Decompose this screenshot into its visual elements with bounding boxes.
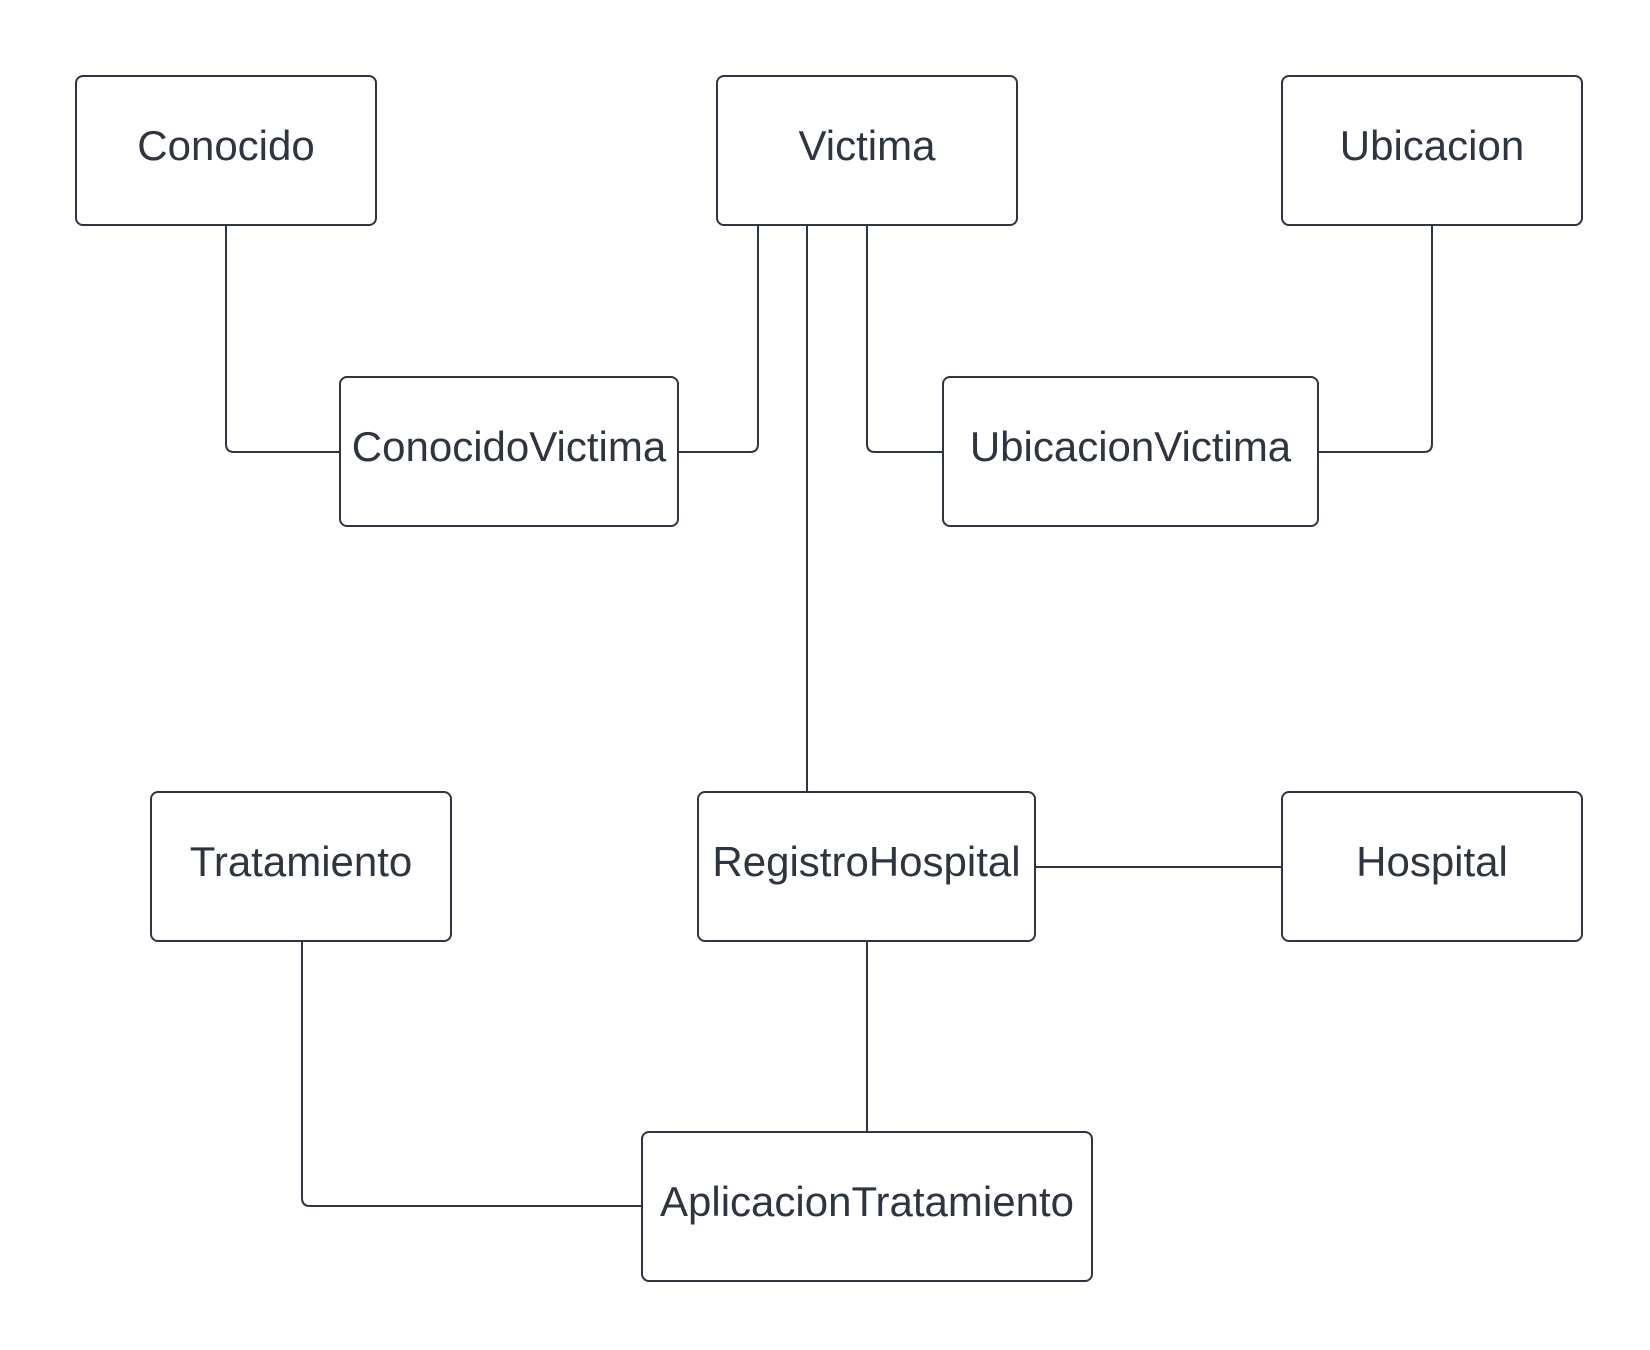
entity-victima[interactable]: Victima (716, 75, 1018, 226)
entity-registro-hospital[interactable]: RegistroHospital (697, 791, 1036, 942)
entity-label: Tratamiento (189, 837, 413, 885)
entity-label: AplicacionTratamiento (660, 1177, 1074, 1225)
entity-ubicacion-victima[interactable]: UbicacionVictima (942, 376, 1319, 527)
connector-tratamiento-aplicaciontratamiento (301, 942, 641, 1207)
entity-label: Conocido (137, 121, 315, 169)
entity-aplicacion-tratamiento[interactable]: AplicacionTratamiento (641, 1131, 1093, 1282)
entity-tratamiento[interactable]: Tratamiento (150, 791, 452, 942)
entity-hospital[interactable]: Hospital (1281, 791, 1583, 942)
entity-label: ConocidoVictima (351, 422, 667, 470)
connector-victima-conocidovictima (679, 226, 759, 453)
connector-victima-ubicacionvictima (866, 226, 942, 453)
entity-label: Ubicacion (1339, 121, 1525, 169)
entity-label: UbicacionVictima (969, 422, 1292, 470)
entity-label: Victima (798, 121, 936, 169)
connector-conocido-conocidovictima (225, 226, 339, 453)
entity-label: Hospital (1356, 837, 1508, 885)
entity-conocido[interactable]: Conocido (75, 75, 377, 226)
entity-conocido-victima[interactable]: ConocidoVictima (339, 376, 679, 527)
connector-ubicacion-ubicacionvictima (1319, 226, 1433, 453)
entity-label: RegistroHospital (712, 837, 1021, 885)
entity-ubicacion[interactable]: Ubicacion (1281, 75, 1583, 226)
